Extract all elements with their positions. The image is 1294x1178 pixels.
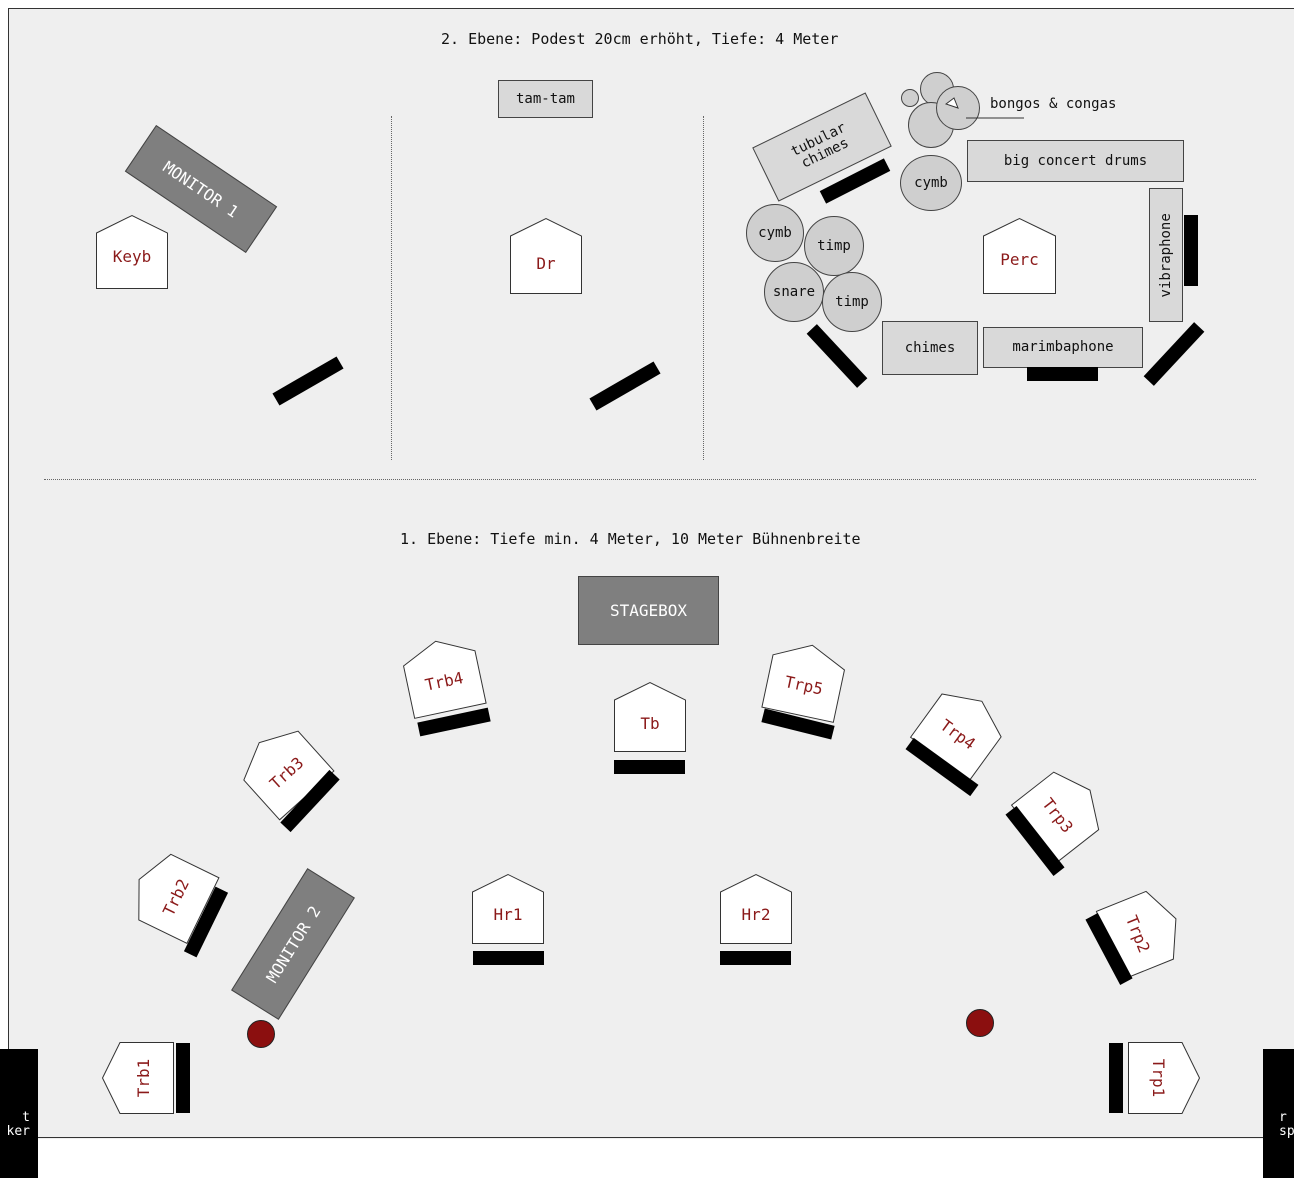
stand-tb	[614, 760, 685, 774]
timpani-upper: timp	[804, 216, 864, 276]
musician-perc-label: Perc	[1000, 250, 1039, 269]
level2-title: 2. Ebene: Podest 20cm erhöht, Tiefe: 4 M…	[441, 30, 839, 48]
vibraphone: vibraphone	[1149, 188, 1183, 322]
musician-hr1-label: Hr1	[494, 905, 523, 924]
musician-dr-label: Dr	[536, 254, 556, 273]
divider-left	[391, 116, 392, 460]
vibraphone-label: vibraphone	[1157, 212, 1174, 298]
snare-drum: snare	[764, 262, 824, 322]
musician-trb1: Trb1	[101, 1042, 174, 1114]
speaker-right: r sp	[1263, 1049, 1294, 1178]
musician-perc: Perc	[983, 217, 1056, 294]
musician-trp1-label: Trp1	[1149, 1059, 1168, 1098]
musician-trb1-label: Trb1	[134, 1059, 153, 1098]
speaker-right-label: r sp	[1279, 1110, 1294, 1140]
level1-title: 1. Ebene: Tiefe min. 4 Meter, 10 Meter B…	[400, 530, 861, 548]
big-concert-drums: big concert drums	[967, 140, 1184, 182]
stand-hr1	[473, 951, 544, 965]
speaker-left: t ker	[0, 1049, 38, 1178]
tam-tam: tam-tam	[498, 80, 593, 118]
level-divider	[44, 479, 1256, 480]
marker-dot-left	[247, 1020, 275, 1048]
musician-keyb-label: Keyb	[113, 247, 152, 266]
musician-trp5: Trp5	[761, 644, 845, 723]
musician-trp1: Trp1	[1128, 1042, 1201, 1114]
musician-hr2-label: Hr2	[742, 905, 771, 924]
chimes: chimes	[882, 321, 978, 375]
musician-trp3: Trp3	[1010, 771, 1100, 864]
stand-vibraphone	[1184, 215, 1198, 286]
stage-front-edge	[8, 1137, 1294, 1138]
tubular-chimes-label: tubular chimes	[788, 119, 852, 172]
stand-hr2	[720, 951, 791, 965]
marker-dot-right	[966, 1009, 994, 1037]
musician-keyb: Keyb	[96, 214, 168, 289]
stand-trb1	[176, 1043, 190, 1113]
musician-trp4: Trp4	[909, 693, 1002, 781]
musician-trb4: Trb4	[403, 640, 487, 719]
musician-tb-label: Tb	[640, 714, 659, 733]
stand-marimba	[1027, 367, 1098, 381]
musician-hr1: Hr1	[472, 873, 544, 944]
bongo-small	[901, 89, 919, 107]
musician-tb: Tb	[614, 681, 686, 752]
stagebox: STAGEBOX	[578, 576, 719, 645]
cymbal-top: cymb	[900, 155, 962, 211]
marimbaphone: marimbaphone	[983, 327, 1143, 368]
cymbal-left: cymb	[746, 204, 804, 262]
speaker-left-label: t ker	[6, 1110, 30, 1140]
stand-trp1	[1109, 1043, 1123, 1113]
bongos-label: bongos & congas	[990, 96, 1117, 112]
bongos-leader-line	[944, 97, 1024, 119]
timpani-lower: timp	[822, 272, 882, 332]
musician-dr: Dr	[510, 217, 582, 294]
divider-right	[703, 116, 704, 460]
musician-trb2: Trb2	[138, 853, 220, 945]
musician-hr2: Hr2	[720, 873, 792, 944]
musician-trb3: Trb3	[243, 730, 335, 821]
